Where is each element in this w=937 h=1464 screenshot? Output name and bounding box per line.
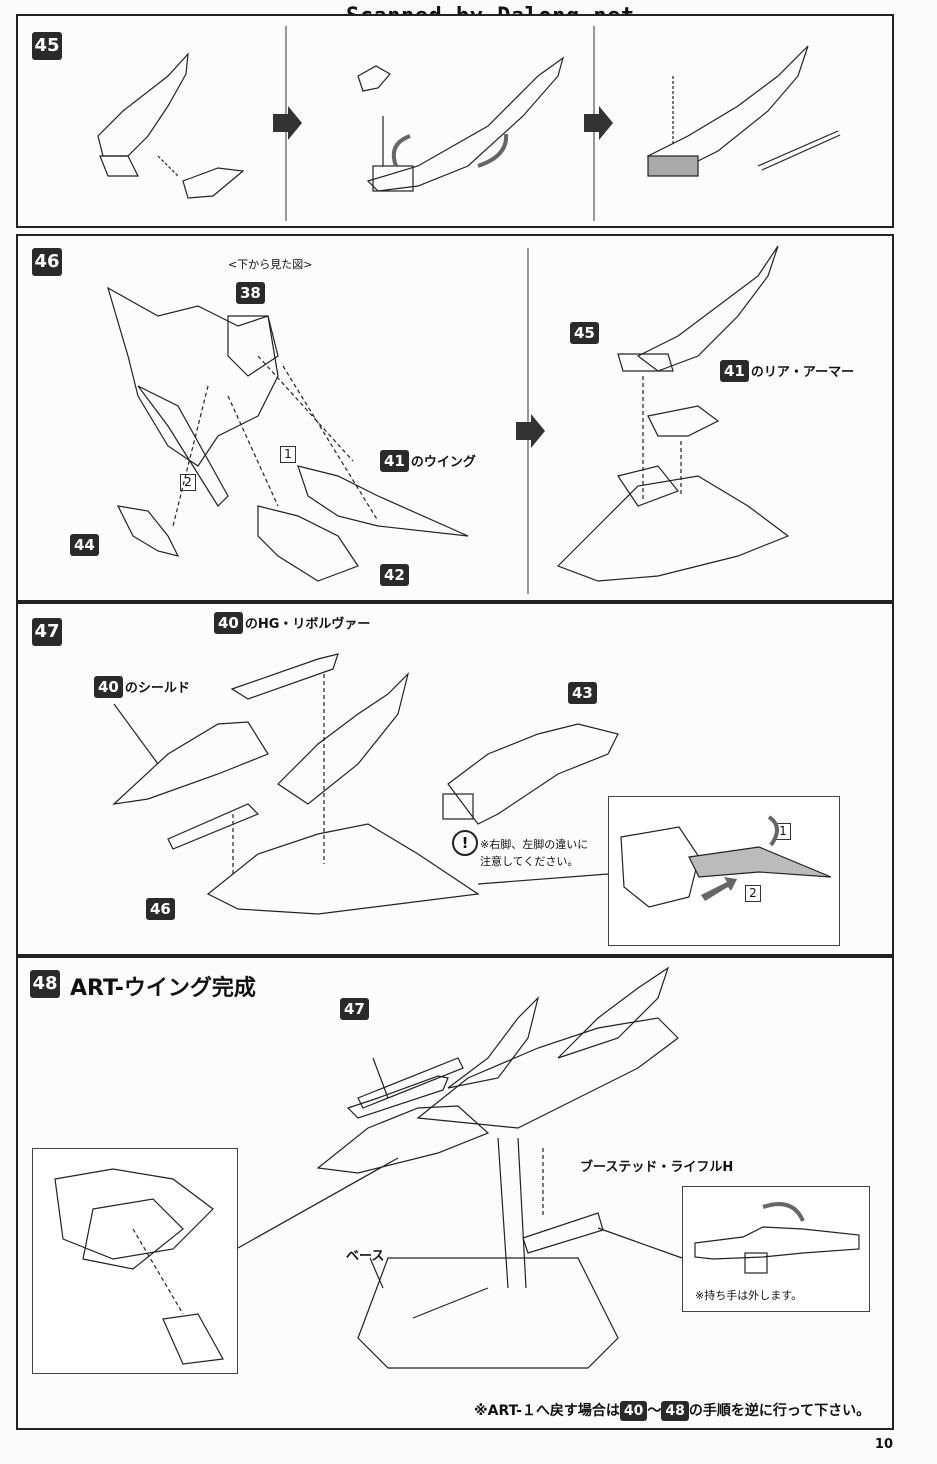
step-46-badge: 46 <box>32 248 62 276</box>
step-46-illustration <box>107 245 790 594</box>
part-41-tag: 41 <box>380 450 409 472</box>
warning-line-1: ※右脚、左脚の違いに <box>480 838 589 851</box>
footnote-tilde: ～ <box>647 1403 662 1419</box>
footnote-step-to: 48 <box>661 1401 689 1421</box>
part-38-tag: 38 <box>236 282 265 304</box>
inset-left-illustration <box>54 1168 224 1365</box>
part-47-tag: 47 <box>340 998 369 1020</box>
step-num-2: 2 <box>180 474 196 491</box>
step-48-inset-right: ※持ち手は外します。 <box>682 1186 870 1312</box>
footnote-prefix: ※ART-１へ戻す場合は <box>474 1403 620 1419</box>
warning-line-2: 注意してください。 <box>480 855 579 868</box>
step-47-badge: 47 <box>32 618 62 646</box>
step-45-badge: 45 <box>32 32 62 60</box>
step-47-inset: 1 2 <box>608 796 840 946</box>
part-40b-tag: 40 <box>94 676 123 698</box>
step-48-illustration <box>237 966 683 1369</box>
inset-num-2: 2 <box>745 885 761 902</box>
footnote-suffix: の手順を逆に行って下さい。 <box>688 1403 871 1419</box>
part-45-tag: 45 <box>570 322 599 344</box>
inset-right-illustration <box>694 1202 860 1274</box>
hg-revolver-text: のHG・リボルヴァー <box>244 617 371 632</box>
step-45-panel: 45 <box>16 14 894 228</box>
base-label: ベース <box>346 1249 385 1264</box>
step-45-illustration <box>97 26 841 221</box>
footnote-step-from: 40 <box>619 1401 648 1421</box>
part-44-tag: 44 <box>70 534 99 556</box>
wing-label-text: のウイング <box>410 455 476 470</box>
part-40a-tag: 40 <box>214 612 243 634</box>
boosted-rifle-label: ブーステッド・ライフルH <box>580 1160 734 1175</box>
part-41b-tag: 41 <box>720 360 749 382</box>
part-46-tag: 46 <box>146 898 175 920</box>
step-48-inset-left <box>32 1148 238 1374</box>
inset-illustration <box>620 815 832 908</box>
step-num-1: 1 <box>280 446 296 463</box>
page-number: 10 <box>874 1437 893 1452</box>
rear-armor-label-text: のリア・アーマー <box>750 365 855 380</box>
shield-text: のシールド <box>124 681 190 696</box>
step-48-title: ART-ウイング完成 <box>70 976 256 1001</box>
step-48-panel: 48 ART-ウイング完成 47 ブーステッド・ライフルH ベース ※持ち手は外… <box>16 956 894 1430</box>
warning-icon: ! <box>452 830 478 856</box>
view-from-below-note: <下から見た図> <box>228 258 313 271</box>
part-42-tag: 42 <box>380 564 409 586</box>
part-43-tag: 43 <box>568 682 597 704</box>
hand-removed-note: ※持ち手は外します。 <box>695 1289 803 1302</box>
step-48-badge: 48 <box>30 970 60 998</box>
step-47-illustration <box>112 653 619 915</box>
